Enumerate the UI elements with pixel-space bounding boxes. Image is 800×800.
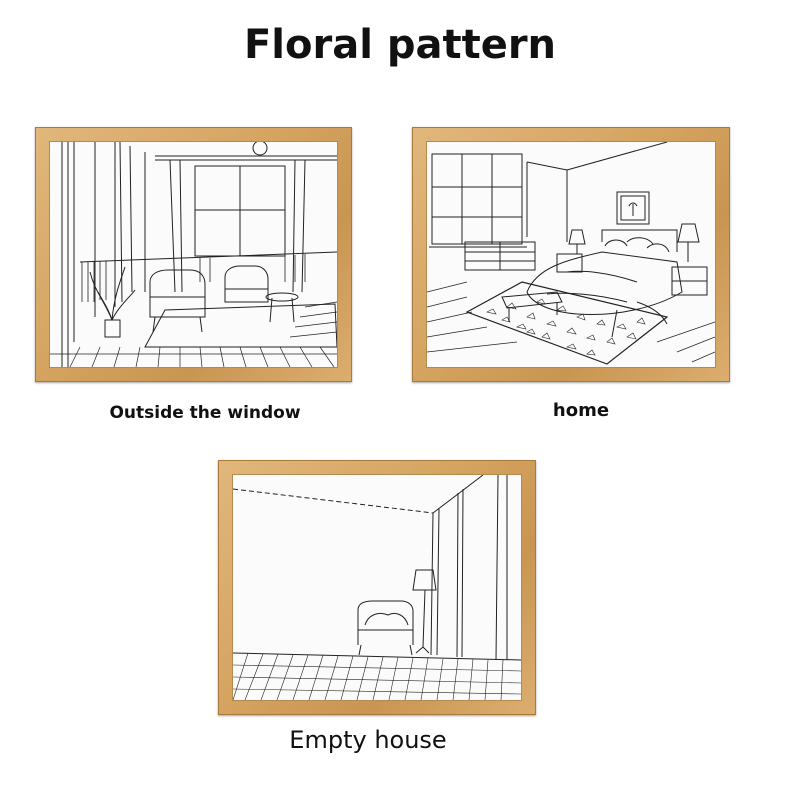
page-title: Floral pattern: [243, 22, 557, 68]
caption-home: home: [552, 400, 610, 421]
caption-empty-house: Empty house: [289, 726, 447, 754]
living-room-sketch-icon: [49, 141, 338, 368]
caption-outside-the-window: Outside the window: [109, 403, 301, 423]
picture-frame-home: [412, 127, 730, 382]
picture-frame-outside-the-window: [35, 127, 352, 382]
bedroom-sketch-icon: [426, 141, 716, 368]
empty-room-sketch-icon: [232, 474, 522, 701]
picture-frame-empty-house: [218, 460, 536, 715]
